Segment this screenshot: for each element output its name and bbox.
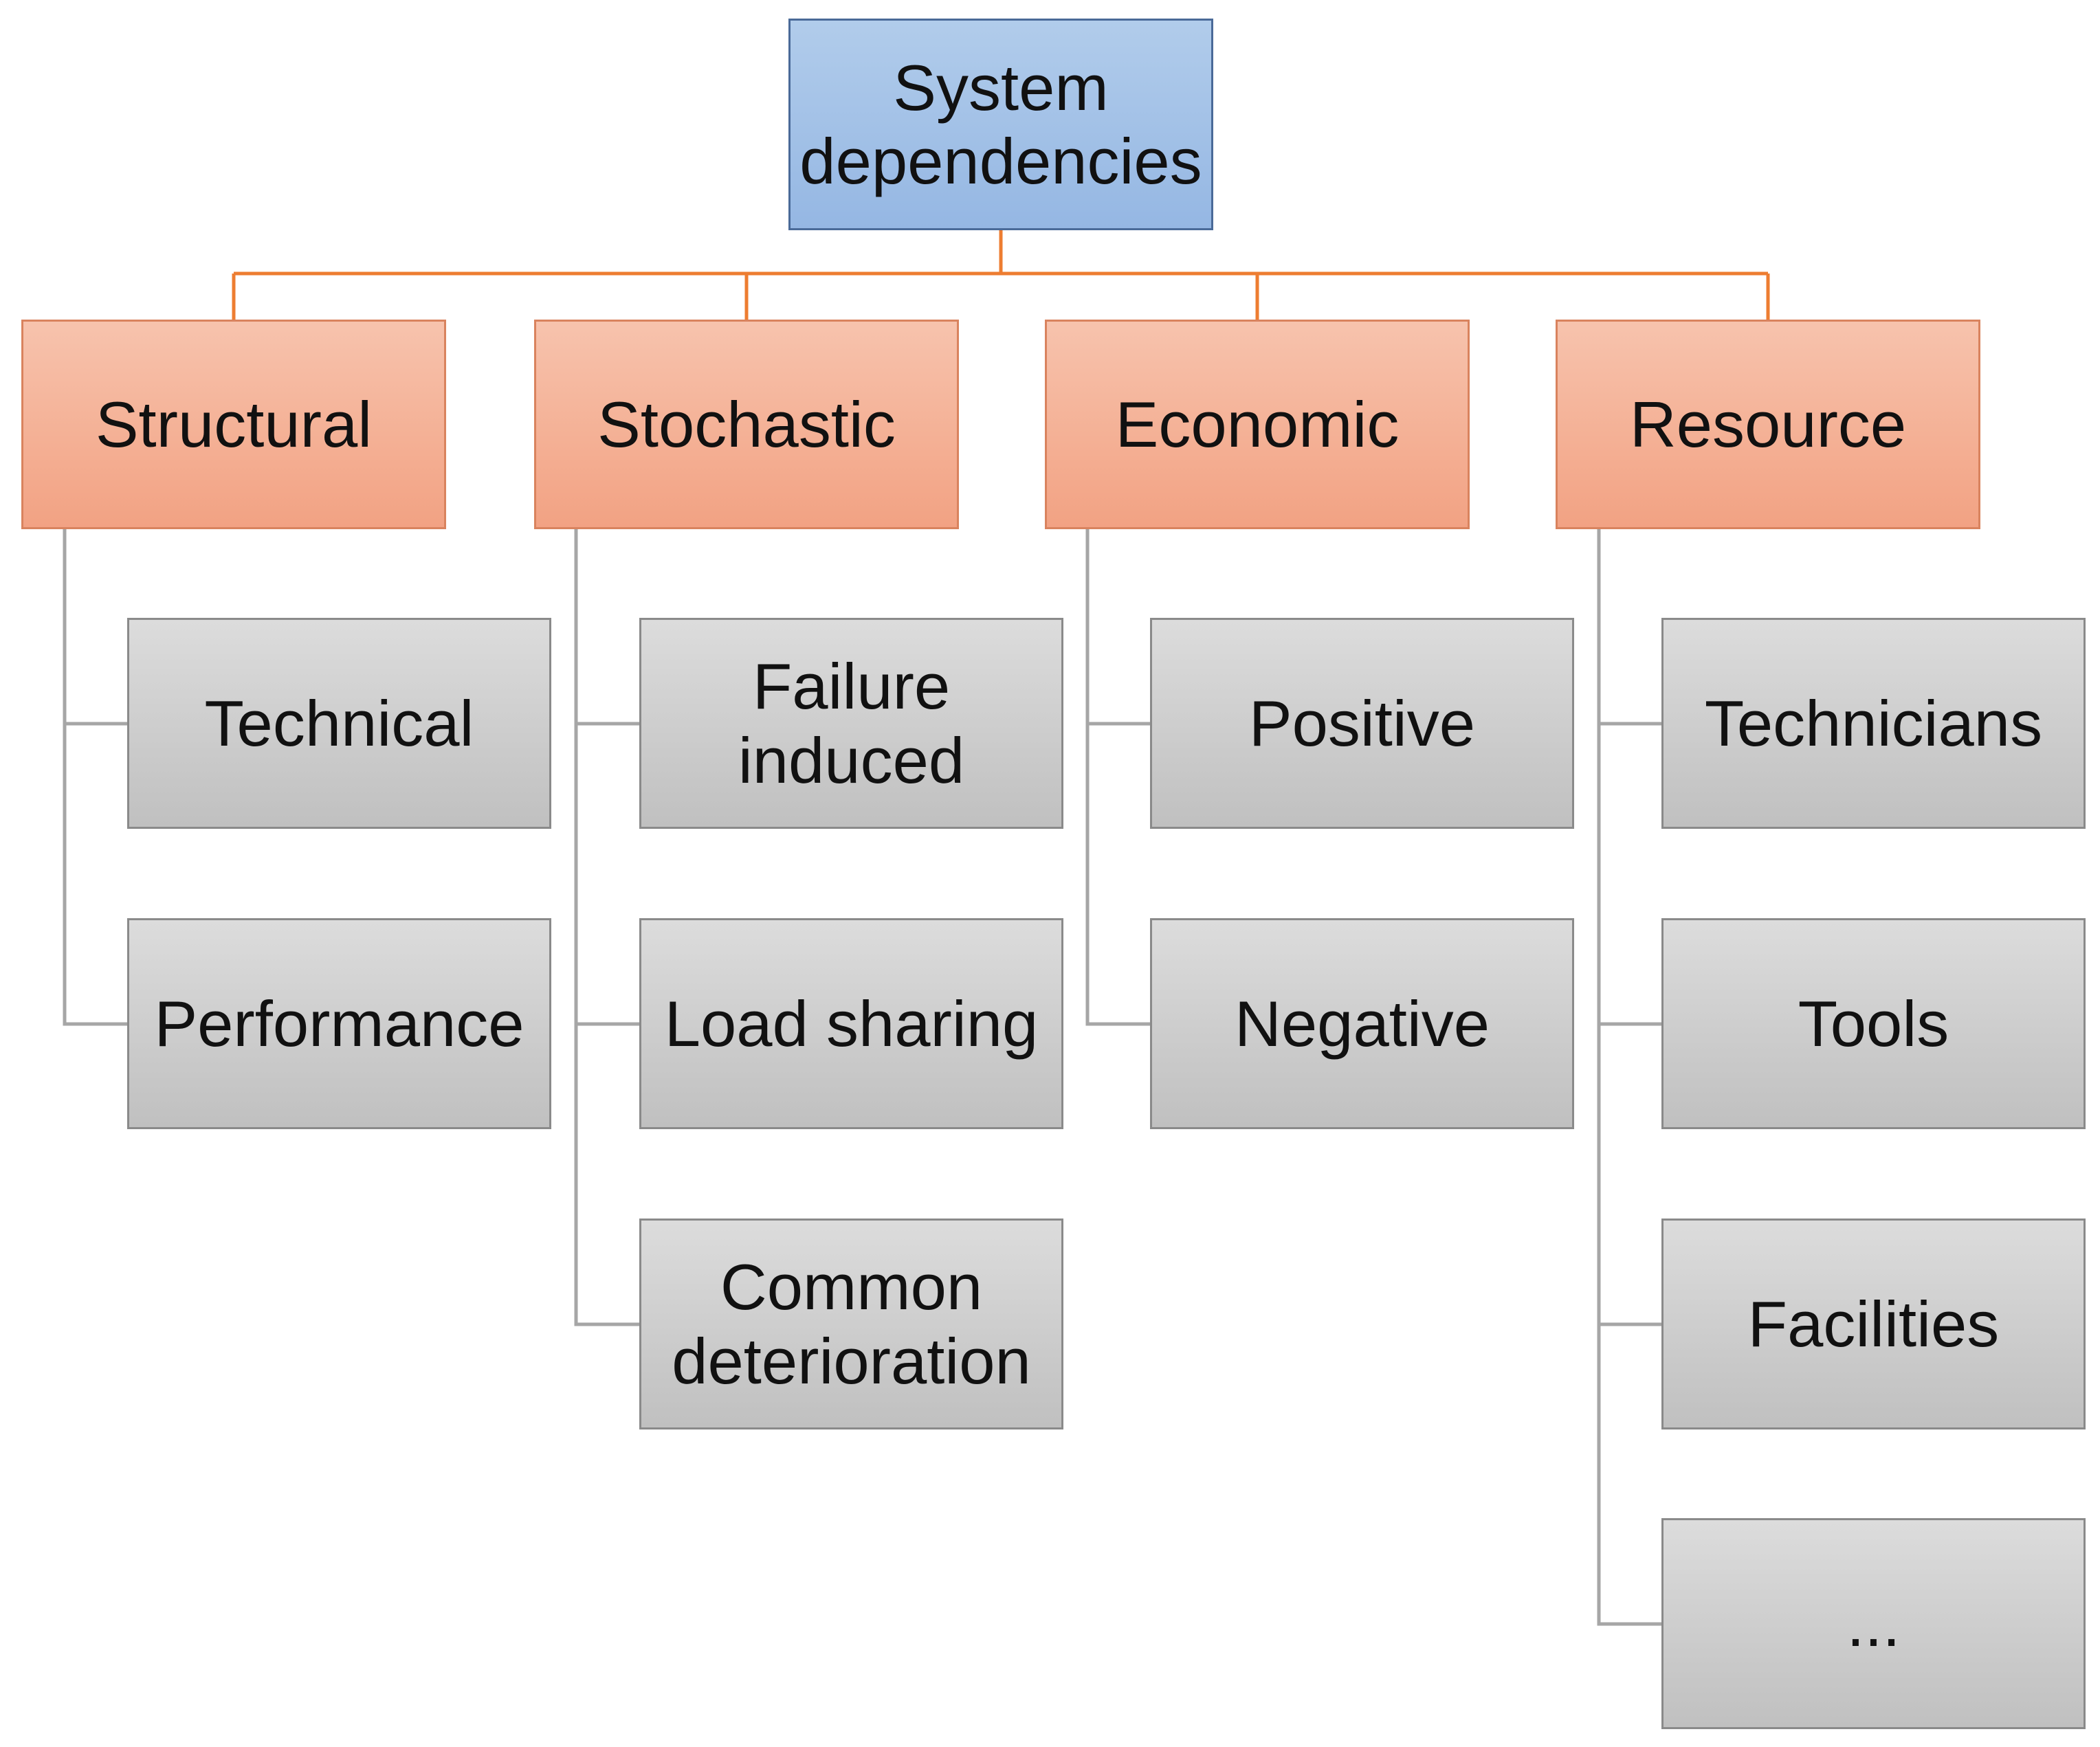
connector-stochastic xyxy=(574,529,639,1326)
item-load-sharing: Load sharing xyxy=(639,918,1063,1129)
item-technicians: Technicians xyxy=(1661,618,2086,829)
connector-structural xyxy=(63,529,127,1026)
item-common-deterioration: Common deterioration xyxy=(639,1219,1063,1429)
item-failure-induced: Failure induced xyxy=(639,618,1063,829)
item-negative: Negative xyxy=(1150,918,1574,1129)
connector-economic xyxy=(1085,529,1150,1026)
item-facilities: Facilities xyxy=(1661,1219,2086,1429)
category-stochastic: Stochastic xyxy=(534,320,959,529)
item-positive: Positive xyxy=(1150,618,1574,829)
root-connectors xyxy=(232,230,1770,320)
item-ellipsis: ... xyxy=(1661,1518,2086,1729)
item-connectors xyxy=(63,529,1661,1626)
root-node-system-dependencies: System dependencies xyxy=(788,19,1213,230)
item-technical: Technical xyxy=(127,618,551,829)
category-resource: Resource xyxy=(1556,320,1980,529)
item-tools: Tools xyxy=(1661,918,2086,1129)
category-economic: Economic xyxy=(1045,320,1470,529)
connector-resource xyxy=(1597,529,1661,1626)
item-performance: Performance xyxy=(127,918,551,1129)
category-structural: Structural xyxy=(21,320,446,529)
